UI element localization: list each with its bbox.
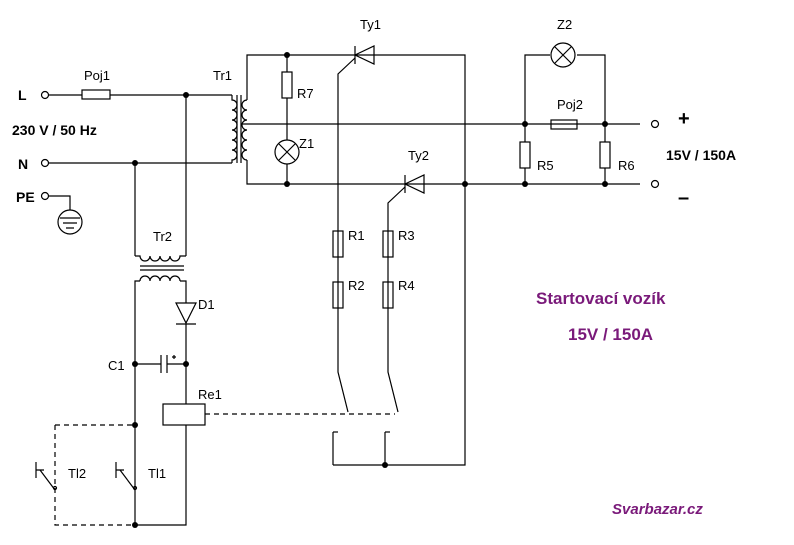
resistor-r1: [332, 230, 344, 258]
title-line2: 15V / 150A: [568, 325, 653, 344]
lamp-z1: [274, 139, 300, 165]
label-z1: Z1: [299, 136, 314, 151]
label-mains: 230 V / 50 Hz: [12, 122, 97, 138]
r7-z1-branch: [274, 52, 300, 187]
label-output: 15V / 150A: [666, 147, 736, 163]
label-tr1: Tr1: [213, 68, 232, 83]
relay-contacts: [332, 431, 390, 468]
label-r6: R6: [618, 158, 635, 173]
label-l: L: [18, 87, 27, 103]
label-plus: +: [678, 108, 690, 130]
terminal-n: [40, 158, 50, 168]
diode-d1: [175, 302, 197, 404]
label-r3: R3: [398, 228, 415, 243]
relay-re1: [162, 403, 395, 426]
resistor-r7: [281, 71, 293, 99]
label-r5: R5: [537, 158, 554, 173]
label-poj1: Poj1: [84, 68, 110, 83]
label-re1: Re1: [198, 387, 222, 402]
label-r1: R1: [348, 228, 365, 243]
label-tl2: Tl2: [68, 466, 86, 481]
resistor-r3: [382, 230, 394, 258]
resistor-r4: [382, 281, 394, 309]
output-section: [519, 42, 660, 189]
terminal-l: [40, 90, 50, 100]
transformer-tr1: [231, 54, 640, 466]
button-tl1: [115, 462, 138, 491]
label-tr2: Tr2: [153, 229, 172, 244]
lamp-z2: [550, 42, 576, 68]
label-ty2: Ty2: [408, 148, 429, 163]
capacitor-c1: [132, 355, 189, 373]
label-r7: R7: [297, 86, 314, 101]
resistor-r5: [519, 141, 531, 169]
terminal-plus: [650, 119, 660, 129]
label-r4: R4: [398, 278, 415, 293]
resistor-r2: [332, 281, 344, 309]
terminal-pe: [40, 191, 50, 201]
ground-symbol: [57, 209, 83, 235]
title-line1: Startovací vozík: [536, 289, 666, 308]
button-tl2: [35, 462, 58, 491]
label-n: N: [18, 156, 28, 172]
transformer-tr2: [134, 95, 187, 526]
label-pe: PE: [16, 189, 35, 205]
label-z2: Z2: [557, 17, 572, 32]
pushbuttons: [35, 422, 138, 528]
label-minus: –: [678, 187, 689, 209]
label-c1: C1: [108, 358, 125, 373]
mains-input: [40, 89, 232, 235]
terminal-minus: [650, 179, 660, 189]
fuse-poj1: [81, 89, 111, 100]
label-d1: D1: [198, 297, 215, 312]
label-tl1: Tl1: [148, 466, 166, 481]
thyristor-ty1: [337, 45, 375, 413]
resistor-r6: [599, 141, 611, 169]
label-r2: R2: [348, 278, 365, 293]
thyristor-ty2: [387, 174, 425, 413]
label-poj2: Poj2: [557, 97, 583, 112]
fuse-poj2: [550, 119, 578, 130]
brand-text: Svarbazar.cz: [612, 501, 703, 518]
gate-resistors: [332, 230, 394, 309]
label-ty1: Ty1: [360, 17, 381, 32]
